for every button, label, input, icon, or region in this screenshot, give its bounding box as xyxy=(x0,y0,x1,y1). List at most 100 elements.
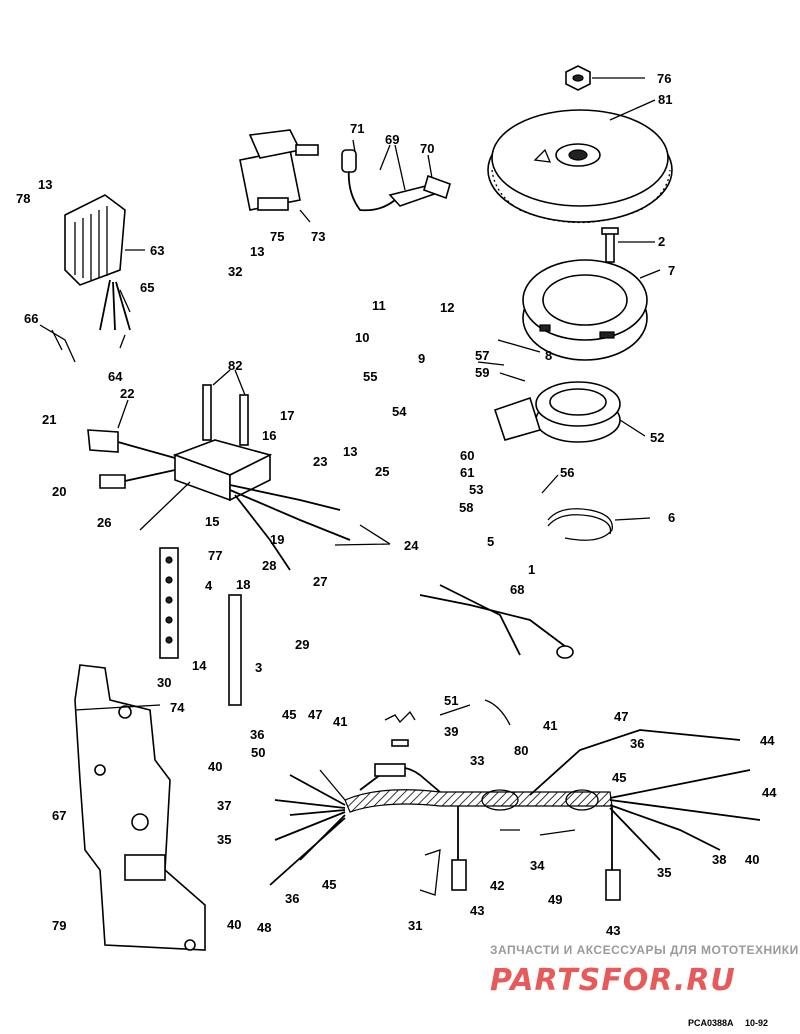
callout-43-a: 43 xyxy=(470,903,484,918)
callout-39: 39 xyxy=(444,724,458,739)
sleeve xyxy=(228,594,242,706)
callout-13-b: 13 xyxy=(250,244,264,259)
callout-47-a: 47 xyxy=(308,707,322,722)
bracket-66 xyxy=(39,324,76,363)
callout-42: 42 xyxy=(490,878,504,893)
callout-58: 58 xyxy=(459,500,473,515)
callout-59: 59 xyxy=(475,365,489,380)
callout-8: 8 xyxy=(545,348,552,363)
callout-64: 64 xyxy=(108,369,123,384)
wire-harness xyxy=(269,729,761,901)
callout-51: 51 xyxy=(444,693,458,708)
callout-67: 67 xyxy=(52,808,66,823)
callout-77: 77 xyxy=(208,548,222,563)
callout-55: 55 xyxy=(363,369,377,384)
callout-60: 60 xyxy=(460,448,474,463)
clip-51 xyxy=(384,710,416,724)
callout-73: 73 xyxy=(311,229,325,244)
callout-45-c: 45 xyxy=(322,877,336,892)
callout-38: 38 xyxy=(712,852,726,867)
terminal-block xyxy=(159,547,179,659)
callout-57: 57 xyxy=(475,348,489,363)
callout-71: 71 xyxy=(350,121,364,136)
callout-36-a: 36 xyxy=(250,727,264,742)
spark-plug-lead xyxy=(341,149,451,212)
callout-35-b: 35 xyxy=(657,865,671,880)
callout-40-c: 40 xyxy=(227,917,241,932)
callout-44-b: 44 xyxy=(762,785,777,800)
callout-22: 22 xyxy=(120,386,134,401)
callout-49: 49 xyxy=(548,892,562,907)
callout-76: 76 xyxy=(657,71,671,86)
callout-13-a: 13 xyxy=(38,177,52,192)
callout-1: 1 xyxy=(528,562,535,577)
callout-34: 34 xyxy=(530,858,545,873)
callout-36-b: 36 xyxy=(630,736,644,751)
callout-63: 63 xyxy=(150,243,164,258)
flywheel-nut xyxy=(565,65,591,91)
callout-33: 33 xyxy=(470,753,484,768)
callout-5: 5 xyxy=(487,534,494,549)
callout-24: 24 xyxy=(404,538,419,553)
figure-date: 10-92 xyxy=(745,1018,768,1028)
callout-37: 37 xyxy=(217,798,231,813)
callout-54: 54 xyxy=(392,404,407,419)
callout-61: 61 xyxy=(460,465,474,480)
callout-35-a: 35 xyxy=(217,832,231,847)
callout-43-b: 43 xyxy=(606,923,620,938)
callout-47-b: 47 xyxy=(614,709,628,724)
connector-68 xyxy=(419,584,574,659)
callout-74: 74 xyxy=(170,700,185,715)
callout-70: 70 xyxy=(420,141,434,156)
callout-32: 32 xyxy=(228,264,242,279)
callout-23: 23 xyxy=(313,454,327,469)
strap-80 xyxy=(484,699,511,726)
callout-41-b: 41 xyxy=(543,718,557,733)
callout-40-a: 40 xyxy=(208,759,222,774)
callout-79: 79 xyxy=(52,918,66,933)
callout-66: 66 xyxy=(24,311,38,326)
callout-12: 12 xyxy=(440,300,454,315)
retainer-ring xyxy=(547,508,613,541)
callout-41-a: 41 xyxy=(333,714,347,729)
callout-2: 2 xyxy=(658,234,665,249)
watermark-text: ЗАПЧАСТИ И АКСЕССУАРЫ ДЛЯ МОТОТЕХНИКИ xyxy=(490,943,799,957)
figure-code: PCA0388A xyxy=(688,1018,734,1028)
ignition-coil xyxy=(239,129,319,211)
callout-29: 29 xyxy=(295,637,309,652)
callout-81: 81 xyxy=(658,92,672,107)
callout-16: 16 xyxy=(262,428,276,443)
callout-45-a: 45 xyxy=(282,707,296,722)
callout-10: 10 xyxy=(355,330,369,345)
callout-56: 56 xyxy=(560,465,574,480)
callout-75: 75 xyxy=(270,229,284,244)
callout-26: 26 xyxy=(97,515,111,530)
callout-17: 17 xyxy=(280,408,294,423)
power-pack xyxy=(172,384,351,571)
callout-labels: 1 2 3 4 5 6 7 8 9 10 11 12 13 13 13 14 1… xyxy=(16,71,777,938)
callout-40-b: 40 xyxy=(745,852,759,867)
callout-4: 4 xyxy=(205,578,213,593)
clip-31 xyxy=(419,849,441,896)
callout-68: 68 xyxy=(510,582,524,597)
callout-3: 3 xyxy=(255,660,262,675)
connector-21 xyxy=(87,429,176,459)
callout-9: 9 xyxy=(418,351,425,366)
leader-lines xyxy=(74,77,661,836)
fuse-39 xyxy=(391,739,409,747)
callout-15: 15 xyxy=(205,514,219,529)
mounting-bracket xyxy=(74,664,206,951)
callout-6: 6 xyxy=(668,510,675,525)
watermark-logo: PARTSFOR.RU xyxy=(490,963,736,998)
timer-base xyxy=(493,381,621,443)
callout-80: 80 xyxy=(514,743,528,758)
callout-69: 69 xyxy=(385,132,399,147)
stator xyxy=(522,259,648,361)
connector-20 xyxy=(99,469,176,489)
callout-31: 31 xyxy=(408,918,422,933)
callout-50: 50 xyxy=(251,745,265,760)
rectifier xyxy=(64,194,131,331)
callout-28: 28 xyxy=(262,558,276,573)
callout-44-a: 44 xyxy=(760,733,775,748)
